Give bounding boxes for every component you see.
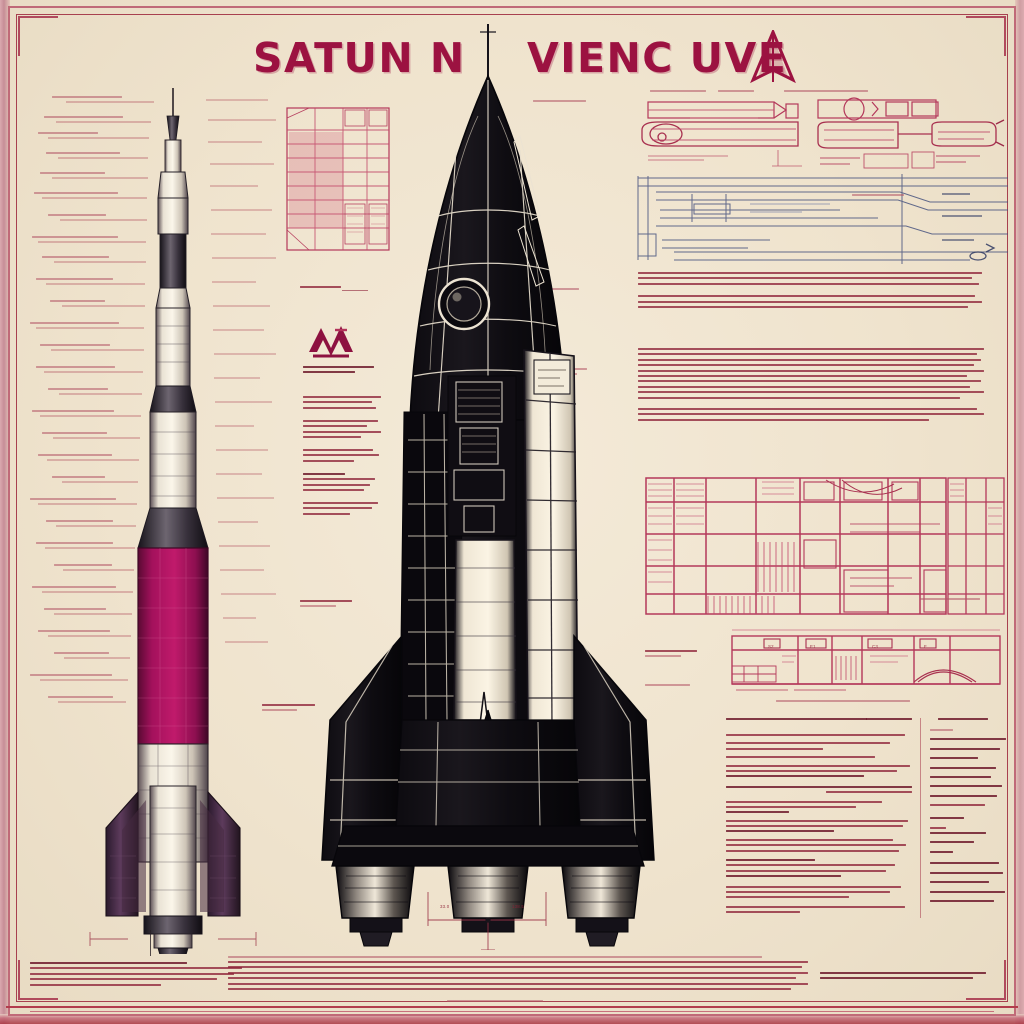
footer-column-right — [820, 972, 986, 996]
frame-corner-top-right — [966, 16, 1006, 56]
elevation-cell-2: E1 — [810, 644, 816, 649]
callout-access-hatch — [300, 286, 368, 298]
callout-right-lower — [645, 684, 703, 698]
left-edge-band — [0, 0, 10, 1024]
right-edge-band — [1015, 0, 1024, 1024]
footer-rule-secondary — [30, 1011, 994, 1012]
tech-notes-block-2 — [638, 348, 984, 464]
hatched-detail-schematic — [283, 104, 393, 254]
callout-right-mid — [645, 650, 707, 676]
facility-plan-schematic — [644, 474, 1006, 616]
footer-column-center — [228, 956, 808, 1008]
tank-cylinder-section — [636, 88, 1006, 178]
dimension-label-b: 138.5 — [512, 904, 524, 909]
elevation-cell-3: C3 — [872, 644, 879, 649]
stage-profile-schematic — [630, 170, 1008, 266]
elevation-cell-1: S2 — [768, 644, 774, 649]
callout-aft-fairing — [262, 704, 338, 718]
launch-vehicle-elevation-left — [18, 86, 280, 954]
heavy-lift-vehicle-cutaway-center: 33.0 138.5 — [288, 20, 688, 950]
page-title-sub: VIENC UVE — [527, 34, 788, 82]
callout-viewport — [548, 288, 582, 298]
callout-leader-lines-left — [18, 86, 280, 954]
frame-corner-top-left — [18, 16, 58, 56]
footer-rule-primary — [6, 1006, 1018, 1008]
dimension-label-a: 33.0 — [440, 904, 450, 909]
rocket-body-left — [89, 88, 257, 954]
callout-ogive-fairing — [533, 100, 595, 110]
bottom-tick-left — [150, 930, 154, 956]
elevation-cell-4: F — [924, 644, 927, 649]
rocket-triangle-icon — [748, 28, 798, 86]
footer-drawing-number — [430, 1000, 560, 1008]
center-left-notes — [303, 396, 381, 566]
callout-fin-root — [300, 600, 370, 614]
bottom-edge-band — [0, 1014, 1024, 1024]
agency-emblem — [305, 322, 357, 362]
specification-table — [726, 700, 1008, 938]
facility-elevation-schematic: S2 E1 C3 F — [728, 626, 1006, 702]
tech-notes-block-1 — [638, 272, 982, 334]
footer-column-left — [30, 962, 242, 1006]
page-title-main: SATUN N — [253, 34, 466, 82]
emblem-caption — [303, 366, 377, 384]
